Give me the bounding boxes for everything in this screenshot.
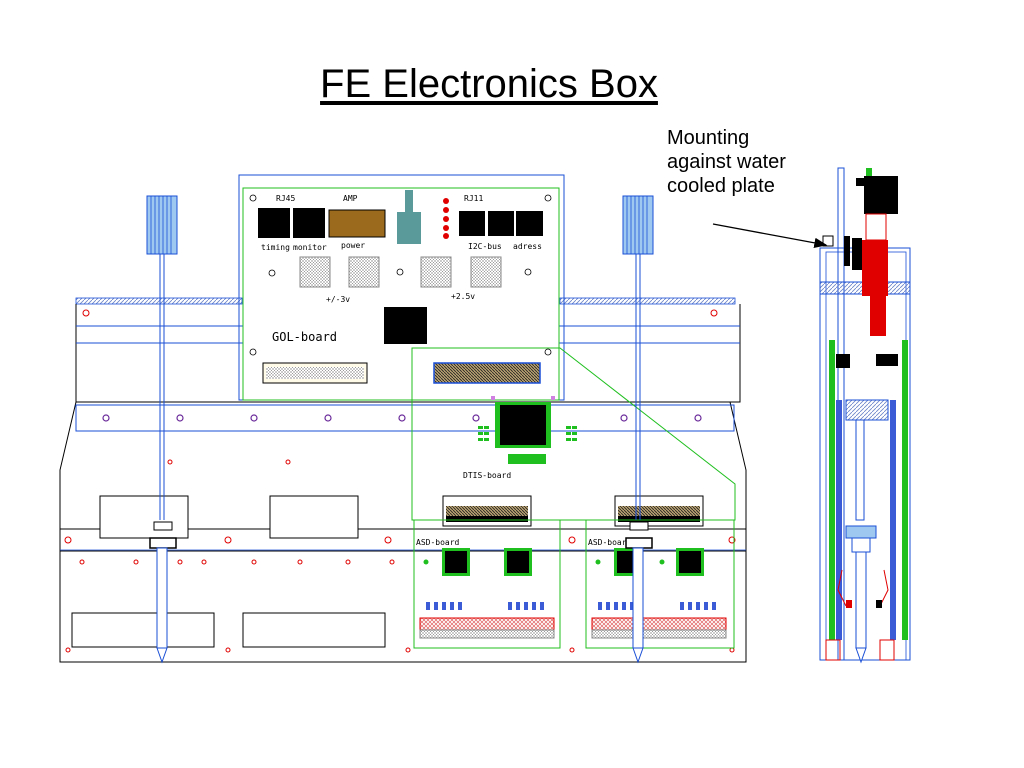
dtis-chip: [478, 396, 577, 464]
left-rod: [146, 195, 178, 664]
label-i2c-bus: I2C-bus: [468, 242, 502, 251]
asd-dots: [423, 559, 665, 565]
led-markers: [443, 198, 449, 239]
board-holes: [249, 194, 552, 356]
gol-chip: [384, 307, 427, 344]
asd-red-connectors: [419, 617, 727, 639]
mounting-annotation: Mounting against water cooled plate: [667, 126, 827, 198]
label-power: power: [341, 241, 365, 250]
label-adress: adress: [513, 242, 542, 251]
voltage-regulators: [299, 256, 502, 288]
label-minus-3v: +/-3v: [326, 295, 350, 304]
rail-screws: [102, 414, 702, 422]
label-asd-board-2: ASD-board: [588, 538, 632, 547]
label-dtis-board: DTIS-board: [463, 471, 511, 480]
asd-chips: [442, 548, 704, 576]
right-rod: [622, 195, 654, 664]
rj11-connectors: [459, 211, 543, 236]
label-gol-board: GOL-board: [272, 330, 337, 344]
side-view: [819, 167, 911, 664]
annotation-arrow: [712, 223, 828, 248]
label-plus-2-5v: +2.5v: [451, 292, 475, 301]
label-monitor: monitor: [293, 243, 327, 252]
annotation-line-3: cooled plate: [667, 175, 775, 197]
asd-board-1: [413, 519, 561, 649]
gol-connector-right: [433, 362, 541, 384]
amp-connector: [328, 209, 386, 238]
power-connector: [397, 190, 421, 244]
asd-components: [426, 602, 716, 610]
asd-board-2: [585, 519, 735, 649]
label-asd-board-1: ASD-board: [416, 538, 460, 547]
slide-title: FE Electronics Box: [320, 62, 658, 106]
label-rj45: RJ45: [276, 194, 295, 203]
annotation-line-1: Mounting: [667, 127, 750, 149]
label-amp: AMP: [343, 194, 358, 203]
red-screws: [64, 309, 736, 653]
asd-connectors: [442, 495, 704, 527]
label-timing: timing: [261, 243, 290, 252]
dtis-board-outline: [411, 347, 736, 521]
annotation-line-2: against water: [667, 151, 786, 173]
label-rj11: RJ11: [464, 194, 483, 203]
rj45-connectors: [258, 208, 325, 238]
